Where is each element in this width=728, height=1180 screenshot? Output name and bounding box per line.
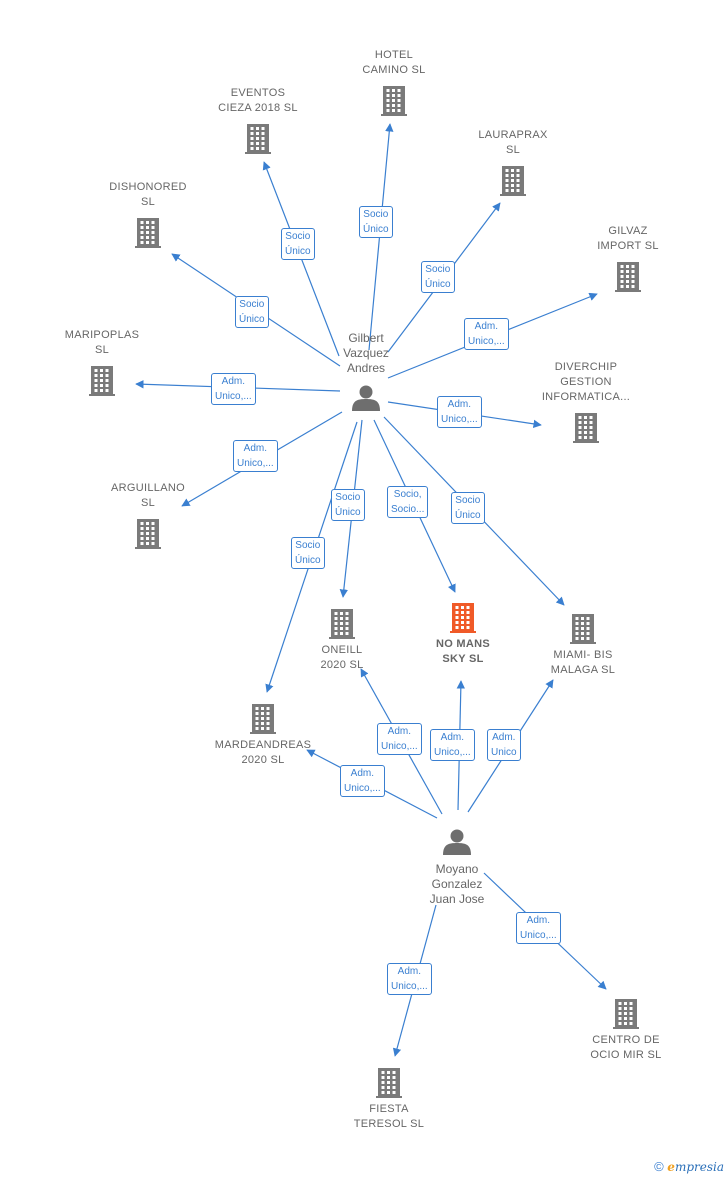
company-label-c_oneill[interactable]: ONEILL 2020 SL: [320, 644, 364, 671]
building-icon-c_oneill[interactable]: [329, 609, 355, 639]
building-icon-c_nomans[interactable]: [450, 603, 476, 633]
edge-label-c_maripoplas[interactable]: Adm. Unico,...: [211, 373, 256, 405]
company-label-c_diverchip[interactable]: DIVERCHIP GESTION INFORMATICA...: [541, 361, 631, 403]
edge-label-c_nomans[interactable]: Adm. Unico,...: [430, 729, 475, 761]
company-label-c_dishonored[interactable]: DISHONORED SL: [109, 181, 187, 208]
building-icon-c_hotel[interactable]: [381, 86, 407, 116]
building-icon-c_dishonored[interactable]: [135, 218, 161, 248]
company-label-c_hotel[interactable]: HOTEL CAMINO SL: [362, 49, 426, 76]
company-label-c_nomans[interactable]: NO MANS SKY SL: [435, 638, 491, 665]
edge-label-c_diverchip[interactable]: Adm. Unico,...: [437, 396, 482, 428]
building-icon-c_fiesta[interactable]: [376, 1068, 402, 1098]
company-label-c_centro[interactable]: CENTRO DE OCIO MIR SL: [590, 1034, 662, 1061]
brand-logo[interactable]: empresia: [667, 1160, 724, 1174]
building-icon-c_diverchip[interactable]: [573, 413, 599, 443]
building-icon-c_gilvaz[interactable]: [615, 262, 641, 292]
building-icon-c_arguillano[interactable]: [135, 519, 161, 549]
edge-label-c_dishonored[interactable]: Socio Único: [235, 296, 269, 328]
edge-label-c_mardeandreas[interactable]: Socio Único: [291, 537, 325, 569]
company-label-c_fiesta[interactable]: FIESTA TERESOL SL: [353, 1103, 425, 1130]
edge-label-c_centro[interactable]: Adm. Unico,...: [516, 912, 561, 944]
edge-label-c_gilvaz[interactable]: Adm. Unico,...: [464, 318, 509, 350]
edge-label-c_mardeandreas[interactable]: Adm. Unico,...: [340, 765, 385, 797]
edge-label-c_lauraprax[interactable]: Socio Único: [421, 261, 455, 293]
person-label-p1[interactable]: Gilbert Vazquez Andres: [343, 331, 389, 375]
building-icon-c_maripoplas[interactable]: [89, 366, 115, 396]
company-label-c_mardeandreas[interactable]: MARDEANDREAS 2020 SL: [214, 739, 312, 766]
company-label-c_maripoplas[interactable]: MARIPOPLAS SL: [64, 329, 140, 356]
company-label-c_gilvaz[interactable]: GILVAZ IMPORT SL: [597, 225, 659, 252]
copyright-symbol: ©: [654, 1159, 664, 1174]
edge-label-c_arguillano[interactable]: Adm. Unico,...: [233, 440, 278, 472]
company-label-c_miami[interactable]: MIAMI- BIS MALAGA SL: [550, 649, 616, 676]
person-icon-p1[interactable]: [352, 385, 380, 412]
company-label-c_arguillano[interactable]: ARGUILLANO SL: [111, 482, 185, 509]
edge-label-c_oneill[interactable]: Adm. Unico,...: [377, 723, 422, 755]
person-icon-p2[interactable]: [443, 829, 471, 856]
building-icon-c_lauraprax[interactable]: [500, 166, 526, 196]
edge-label-c_fiesta[interactable]: Adm. Unico,...: [387, 963, 432, 995]
building-icon-c_mardeandreas[interactable]: [250, 704, 276, 734]
building-icon-c_eventos[interactable]: [245, 124, 271, 154]
person-label-p2[interactable]: Moyano Gonzalez Juan Jose: [429, 862, 485, 906]
company-label-c_lauraprax[interactable]: LAURAPRAX SL: [478, 129, 548, 156]
building-icon-c_miami[interactable]: [570, 614, 596, 644]
building-icon-c_centro[interactable]: [613, 999, 639, 1029]
edge-label-c_hotel[interactable]: Socio Único: [359, 206, 393, 238]
edge-label-c_eventos[interactable]: Socio Único: [281, 228, 315, 260]
edge-label-c_miami[interactable]: Adm. Unico: [487, 729, 521, 761]
edge-label-c_miami[interactable]: Socio Único: [451, 492, 485, 524]
copyright-footer: © empresia: [654, 1159, 724, 1174]
edge-label-c_oneill[interactable]: Socio Único: [331, 489, 365, 521]
company-label-c_eventos[interactable]: EVENTOS CIEZA 2018 SL: [218, 87, 298, 114]
edge-label-c_nomans[interactable]: Socio, Socio...: [387, 486, 429, 518]
